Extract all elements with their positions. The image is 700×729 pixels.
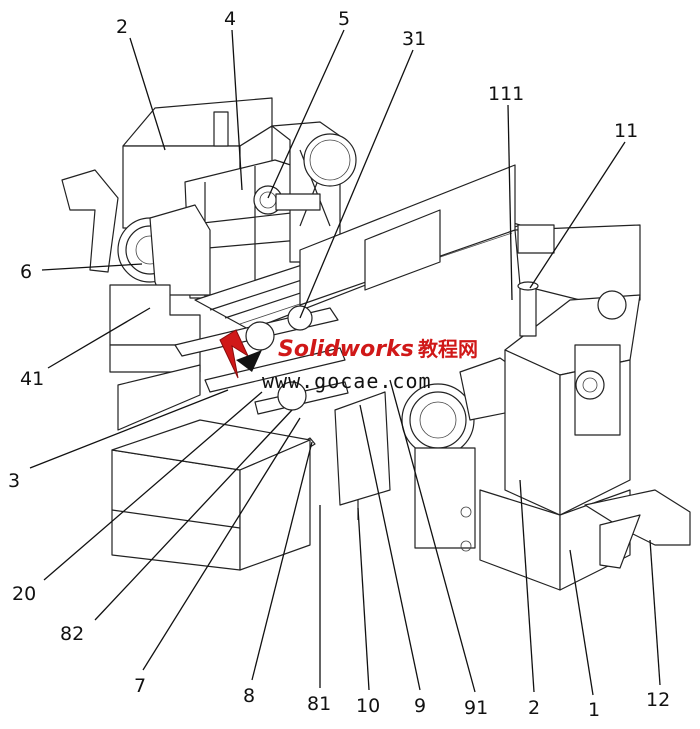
label-11: 11 bbox=[614, 120, 638, 142]
label-82: 82 bbox=[60, 623, 84, 645]
machine-body bbox=[61, 97, 691, 591]
label-9: 9 bbox=[414, 695, 426, 717]
watermark-brand-cn: 教程网 bbox=[418, 337, 478, 361]
watermark-url: www.gocae.com bbox=[262, 369, 432, 393]
label-2-top-left: 2 bbox=[116, 16, 128, 38]
label-4: 4 bbox=[224, 8, 236, 30]
leader-lines bbox=[29, 29, 661, 696]
watermark: Solidworks 教程网 www.gocae.com bbox=[219, 329, 478, 393]
label-81: 81 bbox=[307, 693, 331, 715]
watermark-logo-icon bbox=[219, 329, 262, 379]
label-31: 31 bbox=[402, 28, 426, 50]
label-12: 12 bbox=[646, 689, 670, 711]
label-3: 3 bbox=[8, 470, 20, 492]
watermark-brand: Solidworks bbox=[278, 337, 414, 362]
label-6: 6 bbox=[20, 261, 32, 283]
label-5: 5 bbox=[338, 8, 350, 30]
label-7: 7 bbox=[134, 675, 146, 697]
label-41: 41 bbox=[20, 368, 44, 390]
label-1: 1 bbox=[588, 699, 600, 721]
label-111: 111 bbox=[488, 83, 524, 105]
label-20: 20 bbox=[12, 583, 36, 605]
label-8: 8 bbox=[243, 685, 255, 707]
part-labels: 2 4 5 31 111 11 6 41 3 20 82 7 8 81 10 9… bbox=[8, 8, 670, 721]
label-91: 91 bbox=[464, 697, 488, 719]
label-2-bottom: 2 bbox=[528, 697, 540, 719]
label-10: 10 bbox=[356, 695, 380, 717]
